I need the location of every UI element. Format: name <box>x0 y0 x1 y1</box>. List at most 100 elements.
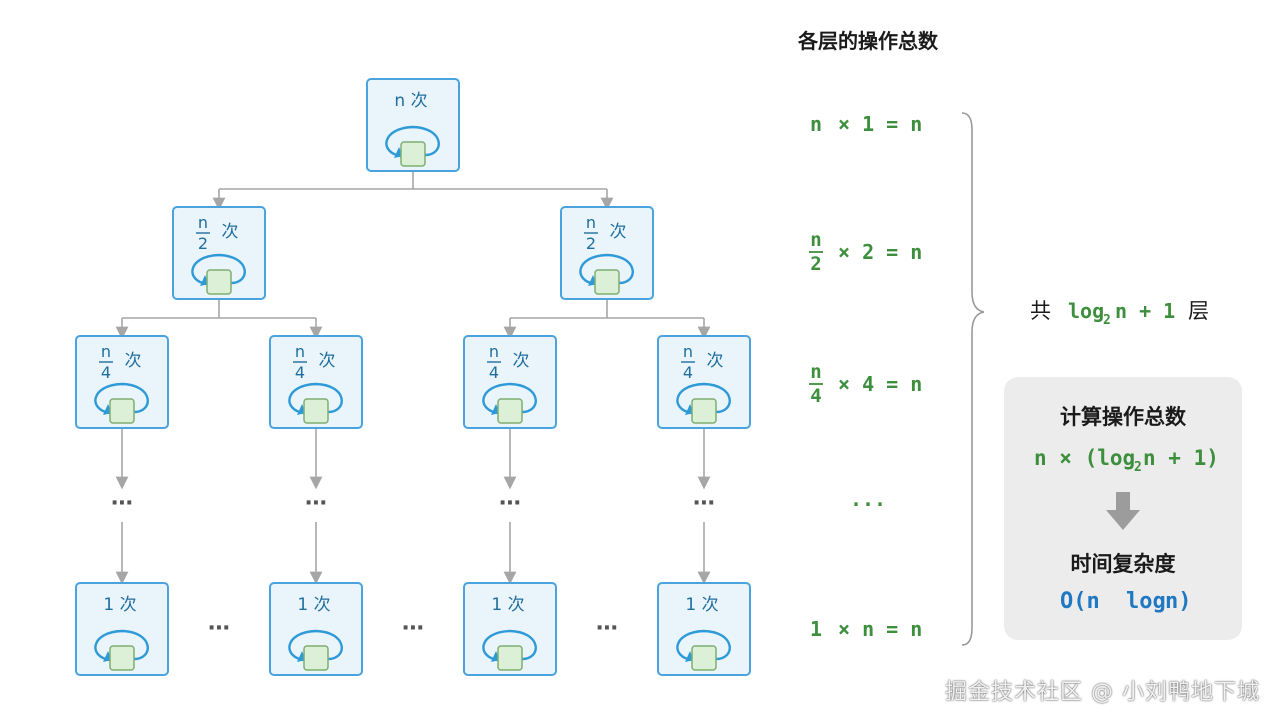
level-op-denominator: 4 <box>810 385 821 407</box>
label-suffix: 次 <box>513 351 530 371</box>
label-count: 1 次 <box>297 595 330 615</box>
down-arrow-icon <box>1106 492 1140 530</box>
operation-square <box>691 398 717 424</box>
watermark: 掘金技术社区 @ 小刘鸭地下城 <box>945 680 1260 705</box>
summary-title: 计算操作总数 <box>1060 405 1187 429</box>
levels-total-suffix: 层 <box>1188 299 1209 323</box>
loop-arrow-icon <box>482 382 537 415</box>
loop-arrow-icon <box>579 253 634 286</box>
label-count: 1 次 <box>685 595 718 615</box>
level-op-first: n <box>810 112 822 136</box>
level-op-row: ... <box>850 487 886 511</box>
label-numerator: n <box>198 213 208 232</box>
loop-arrow-icon <box>482 629 537 662</box>
label-suffix: 次 <box>222 222 239 242</box>
node-box <box>560 206 654 300</box>
level-ellipsis: ⋯ <box>499 491 521 516</box>
header-title: 各层的操作总数 <box>797 29 939 53</box>
level-operations-column: n× 1 = nn2× 2 = nn4× 4 = n...1× n = n <box>809 112 922 641</box>
leaf-ellipsis: ⋯ <box>208 616 230 641</box>
node-leaf-3: 1 次 <box>463 582 557 676</box>
level-ellipsis: ⋯ <box>111 491 133 516</box>
node-level2-1: n4次 <box>75 335 169 429</box>
operation-square <box>109 398 135 424</box>
node-box <box>463 335 557 429</box>
loop-arrow-icon <box>94 382 149 415</box>
loop-arrow-icon <box>676 629 731 662</box>
level-op-row: n4 × 4 = n <box>809 361 922 407</box>
level-op-numerator: n <box>810 229 821 251</box>
label-numerator: n <box>683 342 693 361</box>
label-suffix: 次 <box>319 351 336 371</box>
level-op-first: 1 <box>810 617 822 641</box>
level-ellipsis: ⋯ <box>305 491 327 516</box>
levels-brace <box>961 112 985 646</box>
node-box <box>366 78 460 172</box>
level-op-row: n× 1 = n <box>810 112 922 136</box>
level-op-denominator: 2 <box>810 253 821 275</box>
levels-total-prefix: 共 <box>1030 299 1051 323</box>
levels-total-label: 共 log 2 n + 1 层 <box>1030 299 1209 328</box>
label-suffix: 次 <box>125 351 142 371</box>
node-box <box>269 582 363 676</box>
complexity-post: n) <box>1165 589 1192 614</box>
loop-arrow-icon <box>191 253 246 286</box>
label-denominator: 4 <box>683 363 693 382</box>
node-leaf-1: 1 次 <box>75 582 169 676</box>
level-op-rest: × 4 = n <box>838 372 922 396</box>
node-root: n 次 <box>366 78 460 172</box>
operation-square <box>303 645 329 671</box>
operation-square <box>497 645 523 671</box>
operation-square <box>109 645 135 671</box>
node-level1-right: n2次 <box>560 206 654 300</box>
summary-expression: n × (log 2 n + 1) <box>1034 446 1219 475</box>
level-op-row: 1 × n = n <box>810 617 922 641</box>
label-denominator: 2 <box>198 234 208 253</box>
node-leaf-2: 1 次 <box>269 582 363 676</box>
label-denominator: 4 <box>489 363 499 382</box>
loop-arrow-icon <box>94 629 149 662</box>
node-level2-2: n 4次 <box>269 335 363 429</box>
level-op-numerator: n <box>810 361 821 383</box>
node-leaf-4: 1 次 <box>657 582 751 676</box>
node-box <box>75 582 169 676</box>
operation-square <box>400 141 426 167</box>
label-numerator: n <box>489 342 499 361</box>
operation-square <box>206 269 232 295</box>
tree-ellipses: ⋯⋯⋯⋯⋯⋯⋯ <box>111 491 715 641</box>
summary-expr-post: n + 1) <box>1143 446 1219 470</box>
label-suffix: 次 <box>707 351 724 371</box>
node-box <box>657 582 751 676</box>
node-box <box>463 582 557 676</box>
label-numerator: n <box>295 342 305 361</box>
loop-arrow-icon <box>288 629 343 662</box>
loop-arrow-icon <box>288 382 343 415</box>
tree-connectors <box>115 171 711 585</box>
label-denominator: 4 <box>295 363 305 382</box>
leaf-ellipsis: ⋯ <box>402 616 424 641</box>
label-suffix: 次 <box>610 222 627 242</box>
operation-square <box>497 398 523 424</box>
label-count: n 次 <box>394 91 427 111</box>
levels-total-log: log <box>1068 299 1104 323</box>
label-count: 1 次 <box>491 595 524 615</box>
levels-total-sub: 2 <box>1103 313 1111 328</box>
node-box <box>75 335 169 429</box>
operation-square <box>691 645 717 671</box>
operation-square <box>303 398 329 424</box>
node-box <box>269 335 363 429</box>
leaf-ellipsis: ⋯ <box>596 616 618 641</box>
complexity-log: log <box>1126 589 1166 614</box>
label-count: 1 次 <box>103 595 136 615</box>
node-level1-left: n 2次 <box>172 206 266 300</box>
node-level2-3: n 4次 <box>463 335 557 429</box>
label-denominator: 2 <box>586 234 596 253</box>
level-op-rest: × n = n <box>838 617 922 641</box>
loop-arrow-icon <box>385 125 440 158</box>
complexity-title: 时间复杂度 <box>1071 552 1176 576</box>
node-level2-4: n 4次 <box>657 335 751 429</box>
complexity-value: O(n log n) <box>1060 589 1192 614</box>
label-numerator: n <box>101 342 111 361</box>
